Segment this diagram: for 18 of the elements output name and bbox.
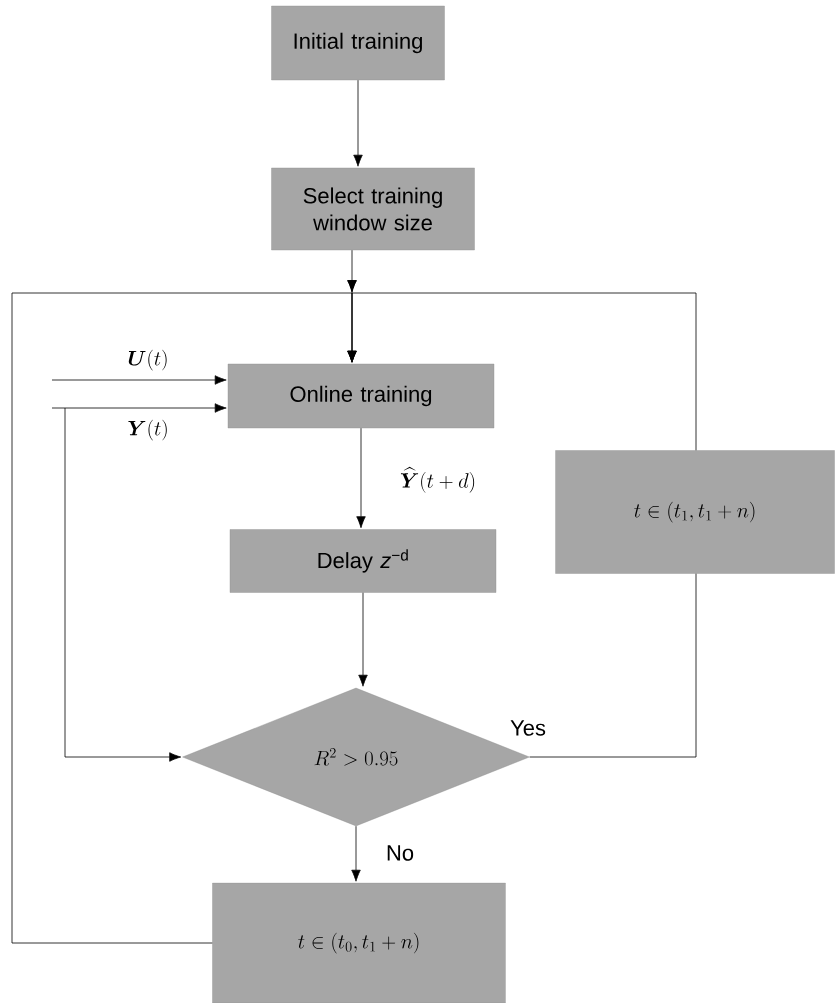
process-box: Delay z$^{−d}$ <box>229 529 497 593</box>
process-box: Online training <box>227 363 495 429</box>
arrow <box>351 825 361 882</box>
arrow <box>51 375 227 385</box>
process-box: $t \in (t_1, t_1 + n)$ <box>555 450 835 574</box>
edge-label: $\boldsymbol{U}(t)$ <box>126 348 170 372</box>
edge-label: $\widehat{\boldsymbol{Y}}(t + d)$ <box>399 466 477 494</box>
arrow <box>11 280 357 944</box>
arrow <box>64 407 182 762</box>
edge-label: $\boldsymbol{Y}(t)$ <box>126 418 170 442</box>
edge-label: No <box>384 844 416 862</box>
process-box: Select training window size <box>271 167 475 251</box>
process-box: $t \in (t_0, t_1 + n)$ <box>212 882 506 1003</box>
arrow <box>51 403 227 413</box>
arrow <box>356 427 366 529</box>
process-box: Initial training <box>271 5 445 81</box>
arrow <box>358 592 368 687</box>
arrow <box>353 79 363 167</box>
